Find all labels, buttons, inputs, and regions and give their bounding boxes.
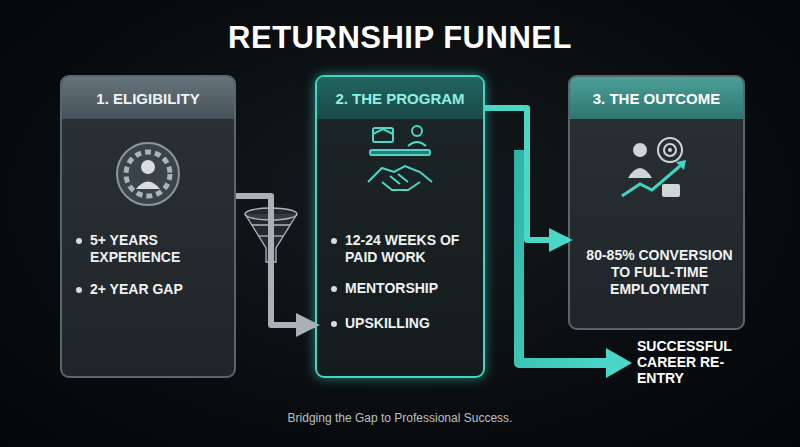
panel-heading: 3. THE OUTCOME [570,77,743,119]
bullet-text: 80-85% CONVERSION TO FULL-TIME EMPLOYMEN… [584,247,735,298]
person-gear-icon [117,143,179,205]
handshake-icon [368,126,432,190]
bullet-dot [331,238,337,244]
bullet-row: 2+ YEAR GAP [76,281,226,298]
panel-heading: 2. THE PROGRAM [317,77,483,119]
outcome-label: SUCCESSFUL CAREER RE-ENTRY [637,338,747,386]
stage-panel: 3. THE OUTCOME 80-85% CONVERSION TO FULL-… [568,75,745,330]
bullet-dot [76,287,82,293]
diagram-caption: Bridging the Gap to Professional Success… [0,411,800,425]
bullet-text: MENTORSHIP [345,280,438,297]
flow-connector [485,108,568,240]
bullet-text: UPSKILLING [345,315,430,332]
stage-panel: 1. ELIGIBILITY 5+ YEARS EXPERIENCE 2+ YEAR… [60,75,236,378]
growth-target-icon [622,138,686,197]
bullet-row: 5+ YEARS EXPERIENCE [76,232,226,266]
bullet-text: 2+ YEAR GAP [90,281,183,298]
diagram-title: RETURNSHIP FUNNEL [0,20,800,56]
bullet-dot [76,238,82,244]
flow-connector [236,196,315,325]
bullet-text: 12-24 WEEKS OF PAID WORK [345,232,475,266]
funnel-icon [245,208,297,262]
career-arrow [519,150,632,378]
panel-heading: 1. ELIGIBILITY [62,77,234,119]
bullet-dot [331,286,337,292]
bullet-dot [331,321,337,327]
bullet-row: UPSKILLING [331,315,475,332]
bullet-row: 80-85% CONVERSION TO FULL-TIME EMPLOYMEN… [584,247,735,298]
bullet-row: 12-24 WEEKS OF PAID WORK [331,232,475,266]
bullet-text: 5+ YEARS EXPERIENCE [90,232,226,266]
stage-panel: 2. THE PROGRAM 12-24 WEEKS OF PAID WORK ME… [315,75,485,378]
bullet-row: MENTORSHIP [331,280,475,297]
